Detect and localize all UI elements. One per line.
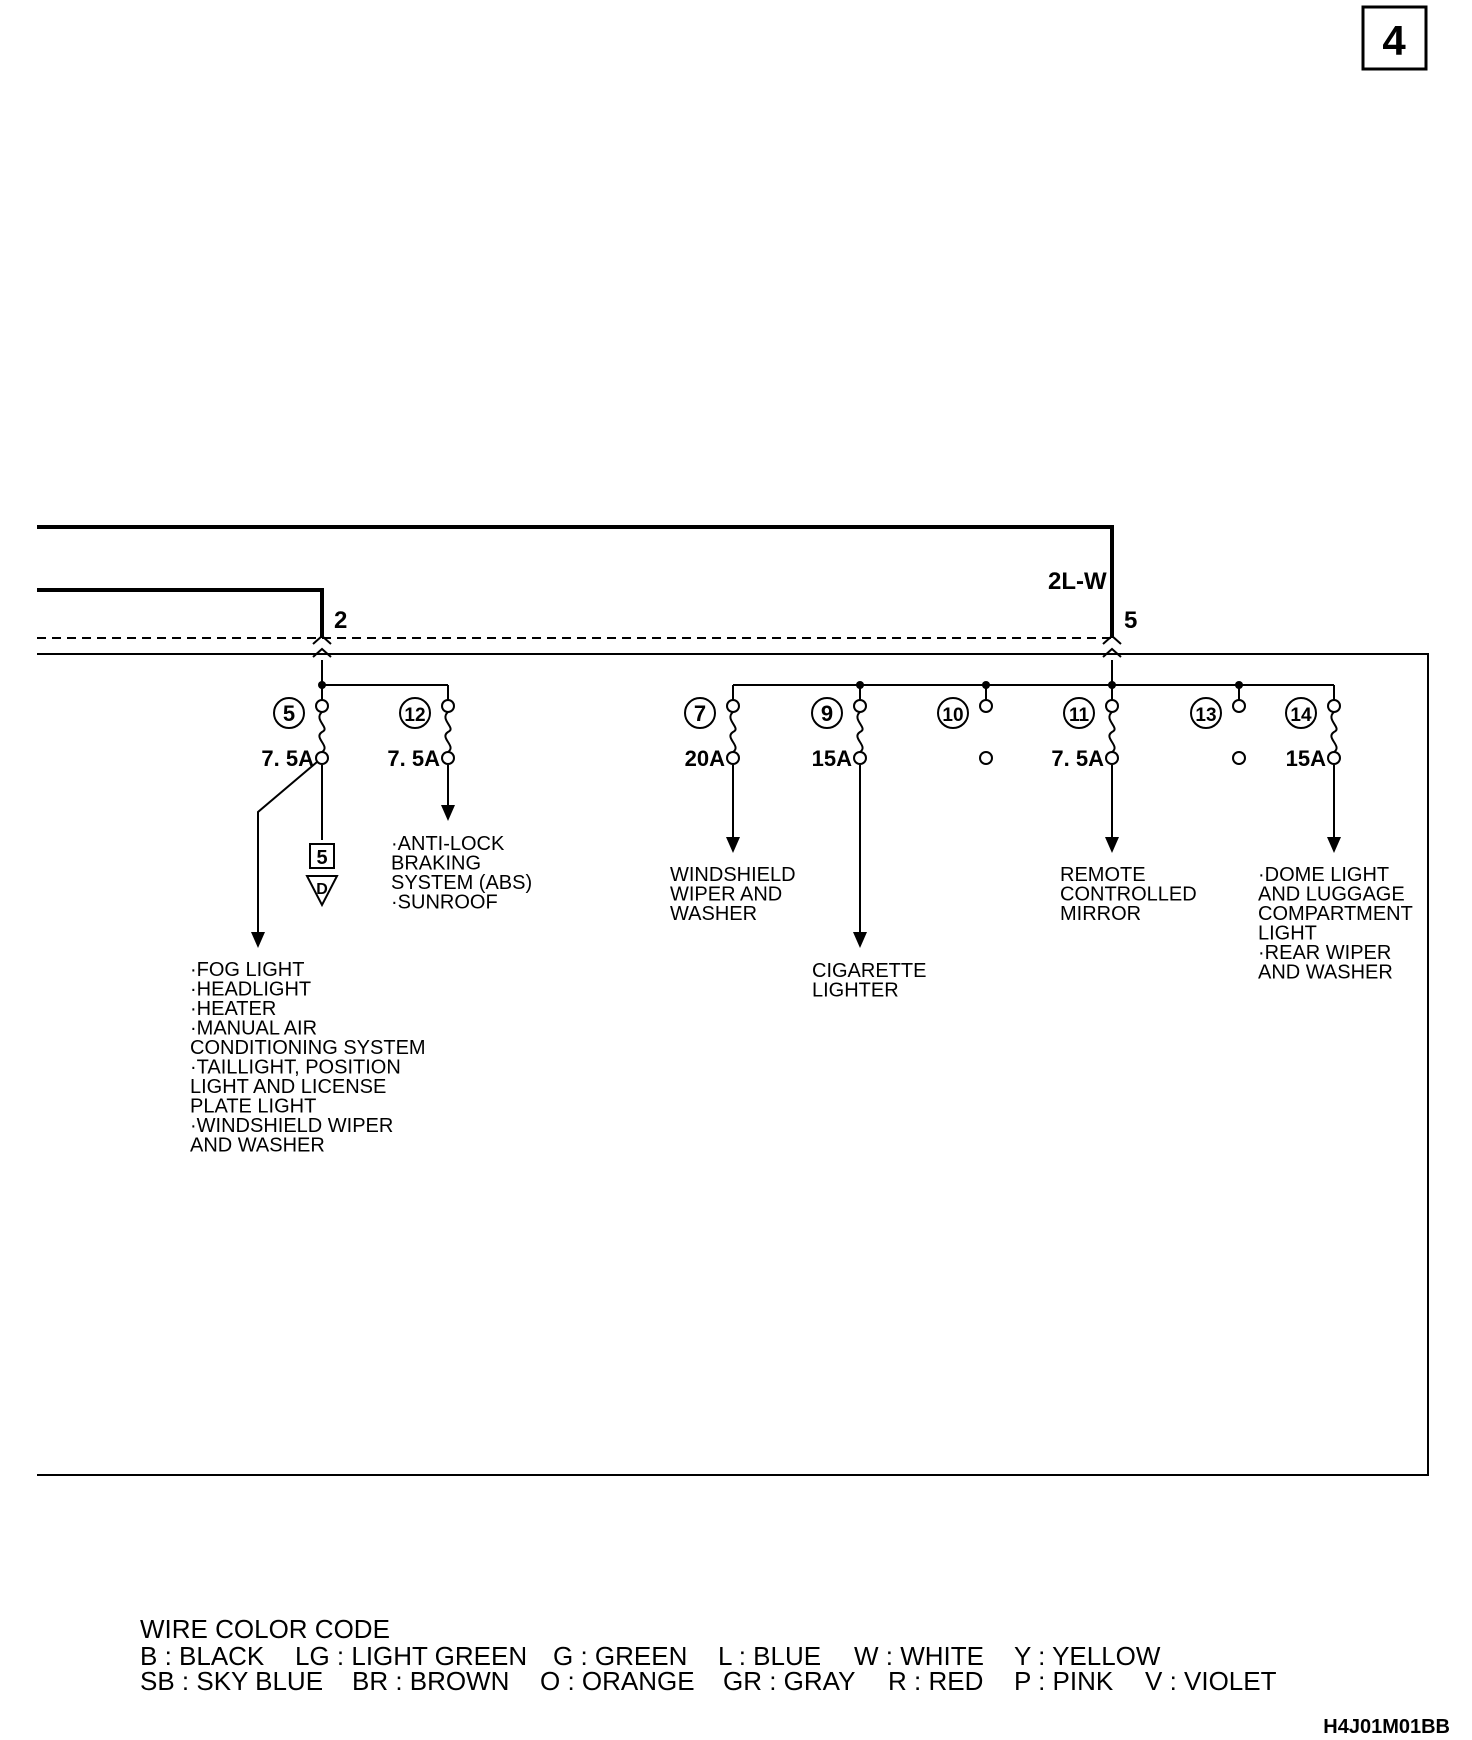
load-label-line: BRAKING [391,853,481,875]
legend-title: WIRE COLOR CODE [140,1614,390,1644]
load-label-line: WIPER AND [670,884,782,906]
wire-color-legend: WIRE COLOR CODE B : BLACK LG : LIGHT GREE… [140,1614,1277,1696]
fuse-9: 9 15A [811,697,867,771]
legend-entry: G : GREEN [553,1641,687,1671]
legend-entry: Y : YELLOW [1014,1641,1161,1671]
legend-entry: W : WHITE [854,1641,984,1671]
fuse-number-circle [1063,697,1095,729]
legend-entry: L : BLUE [718,1641,821,1671]
fuse-number-circle [273,697,305,729]
load-label-line: ·TAILLIGHT, POSITION [190,1057,401,1079]
load-label-line: AND WASHER [190,1135,325,1157]
fuse-number: 5 [283,701,295,726]
load-label-line: ·MANUAL AIR [190,1018,317,1040]
connector-pin-2: 2 [334,607,347,634]
legend-entry: BR : BROWN [352,1666,509,1696]
fuse-rating: 7. 5A [1051,746,1104,771]
load-label-line: CIGARETTE [812,960,926,982]
fuse-rating: 20A [685,746,725,771]
wire-label-2l-w: 2L-W [1048,568,1107,595]
fuse-13: 13 [1190,697,1246,765]
fuses: 5 7. 5A 12 7. 5A 7 20A 9 15A 10 11 7. 5A 13 14 15A [261,697,1341,771]
load-label-line: ·REAR WIPER [1258,942,1391,964]
fuse-number-circle [811,697,843,729]
load-label-line: ·DOME LIGHT [1258,864,1389,886]
supply-wires: 2L-W 2 5 [37,525,1137,638]
page-number: 4 [1382,17,1406,64]
figure-code: H4J01M01BB [1323,1716,1450,1738]
fuse-14: 14 15A [1285,697,1341,771]
reference-page: 5 [316,847,327,869]
load-label-line: COMPARTMENT [1258,903,1413,925]
fuse-5: 5 7. 5A [261,697,329,771]
load-label-line: ·WINDSHIELD WIPER [190,1115,393,1137]
fuse-rating: 15A [812,746,852,771]
fuse-number-circle [1190,697,1222,729]
fuse-number-circle [937,697,969,729]
legend-entry: O : ORANGE [540,1666,695,1696]
load-label-line: LIGHTER [812,980,899,1002]
fuse-10: 10 [937,697,993,765]
fuse-number: 14 [1290,705,1312,726]
wire-left-supply [37,588,324,638]
fuse-12: 12 7. 5A [387,697,455,771]
fuse-number-circle [399,697,431,729]
load-label-line: CONDITIONING SYSTEM [190,1037,426,1059]
bus-bars [318,660,1335,700]
legend-entry: R : RED [888,1666,983,1696]
fuse-number: 13 [1195,705,1216,726]
output-wires [251,761,1341,948]
load-label-line: REMOTE [1060,864,1146,886]
reference-symbol: 5 D [305,843,339,908]
fuse-rating: 7. 5A [387,746,440,771]
fuse-7: 7 20A [684,697,740,771]
load-label-line: ·ANTI-LOCK [391,833,505,855]
fuse-number: 9 [821,701,833,726]
junction-block-outline [37,653,1429,1476]
legend-entry: P : PINK [1014,1666,1114,1696]
connector-pin-5: 5 [1124,607,1137,634]
wire-2l-w [37,525,1114,638]
legend-entry: SB : SKY BLUE [140,1666,323,1696]
fuse-11: 11 7. 5A [1051,697,1119,771]
load-label-line: ·HEADLIGHT [190,979,311,1001]
fuse-number: 7 [694,701,706,726]
load-label-line: PLATE LIGHT [190,1096,316,1118]
load-labels-fuse-5: ·FOG LIGHT·HEADLIGHT·HEATER·MANUAL AIRCO… [190,959,426,1157]
load-label-line: ·SUNROOF [391,892,498,914]
load-label-line: ·HEATER [190,998,276,1020]
legend-entry: V : VIOLET [1145,1666,1277,1696]
fuse-rating: 15A [1286,746,1326,771]
fuse-rating: 7. 5A [261,746,314,771]
legend-row-1: B : BLACK LG : LIGHT GREEN G : GREEN L : BL… [140,1641,1161,1671]
load-label-line: LIGHT AND LICENSE [190,1076,386,1098]
fuse-number: 10 [942,705,963,726]
fuse-number-circle [684,697,716,729]
load-label-line: CONTROLLED [1060,884,1197,906]
load-label-line: LIGHT [1258,923,1317,945]
load-label-line: WINDSHIELD [670,864,796,886]
load-label-line: ·FOG LIGHT [190,959,304,981]
legend-entry: B : BLACK [140,1641,265,1671]
load-label-line: WASHER [670,903,757,925]
fuse-number: 11 [1069,705,1090,726]
load-label-line: MIRROR [1060,903,1141,925]
load-label-line: AND WASHER [1258,962,1393,984]
fuse-number: 12 [404,705,425,726]
load-label-line: AND LUGGAGE [1258,884,1405,906]
legend-entry: GR : GRAY [723,1666,855,1696]
reference-letter: D [316,881,328,898]
legend-entry: LG : LIGHT GREEN [295,1641,527,1671]
load-label-line: SYSTEM (ABS) [391,872,532,894]
legend-row-2: SB : SKY BLUE BR : BROWN O : ORANGE GR : GR… [140,1666,1277,1696]
page-number-box: 4 [1361,5,1428,71]
fuse-number-circle [1285,697,1317,729]
